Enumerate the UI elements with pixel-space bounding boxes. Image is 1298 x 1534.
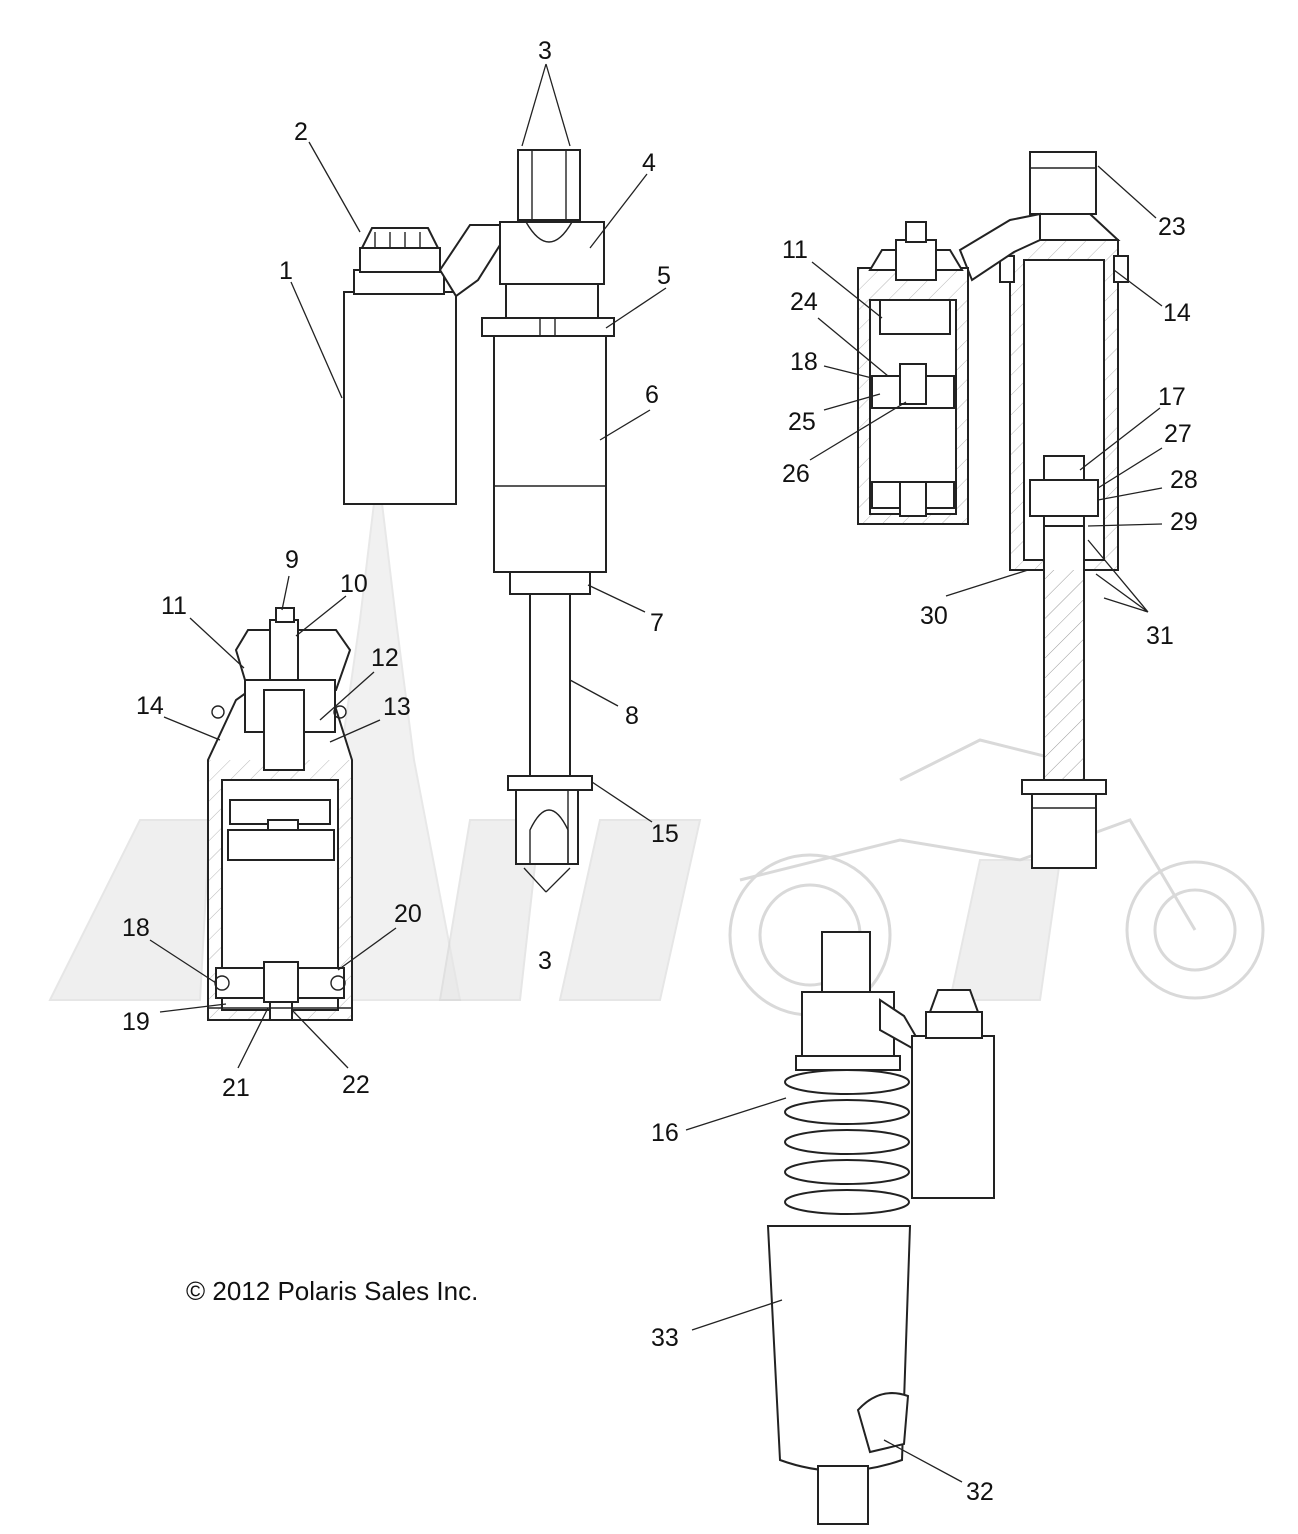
callout-24: 24: [790, 288, 818, 316]
callout-6: 6: [645, 381, 659, 409]
callout-21: 21: [222, 1074, 250, 1102]
callout-22: 22: [342, 1071, 370, 1099]
callout-7: 7: [650, 609, 664, 637]
callout-18-left: 18: [122, 914, 150, 942]
callout-14-left: 14: [136, 692, 164, 720]
copyright-notice: © 2012 Polaris Sales Inc.: [186, 1276, 479, 1306]
callout-26: 26: [782, 460, 810, 488]
callout-16: 16: [651, 1119, 679, 1147]
callout-11-left: 11: [161, 592, 187, 620]
callout-23: 23: [1158, 213, 1186, 241]
callout-9: 9: [285, 546, 299, 574]
callout-30: 30: [920, 602, 948, 630]
callout-4: 4: [642, 149, 656, 177]
shock-body-exterior: [481, 149, 615, 865]
callout-18-right: 18: [790, 348, 818, 376]
callout-2: 2: [294, 118, 308, 146]
callout-31: 31: [1146, 622, 1174, 650]
callout-labels: 1 2 3 4 5 6 7 8 9 10 11 12 13 14 15 16 1…: [122, 37, 1198, 1506]
callout-12: 12: [371, 644, 399, 672]
callout-14-right: 14: [1163, 299, 1191, 327]
callout-15: 15: [651, 820, 679, 848]
callout-32: 32: [966, 1478, 994, 1506]
callout-3-top: 3: [538, 37, 552, 65]
callout-17: 17: [1158, 383, 1186, 411]
shock-assembly-with-spring: [766, 931, 995, 1525]
callout-10: 10: [340, 570, 368, 598]
coil-spring: [784, 1069, 910, 1215]
reservoir-exterior: [343, 224, 501, 505]
shock-cross-section: [857, 151, 1129, 869]
callout-27: 27: [1164, 420, 1192, 448]
callout-19: 19: [122, 1008, 150, 1036]
callout-25: 25: [788, 408, 816, 436]
callout-3-bottom: 3: [538, 947, 552, 975]
callout-11-right: 11: [782, 236, 808, 264]
callout-33: 33: [651, 1324, 679, 1352]
callout-20: 20: [394, 900, 422, 928]
callout-1: 1: [279, 257, 293, 285]
callout-28: 28: [1170, 466, 1198, 494]
leader-lines: [149, 63, 1163, 1483]
callout-8: 8: [625, 702, 639, 730]
callout-29: 29: [1170, 508, 1198, 536]
callout-13: 13: [383, 693, 411, 721]
reservoir-cross-section: [207, 607, 353, 1021]
callout-5: 5: [657, 262, 671, 290]
